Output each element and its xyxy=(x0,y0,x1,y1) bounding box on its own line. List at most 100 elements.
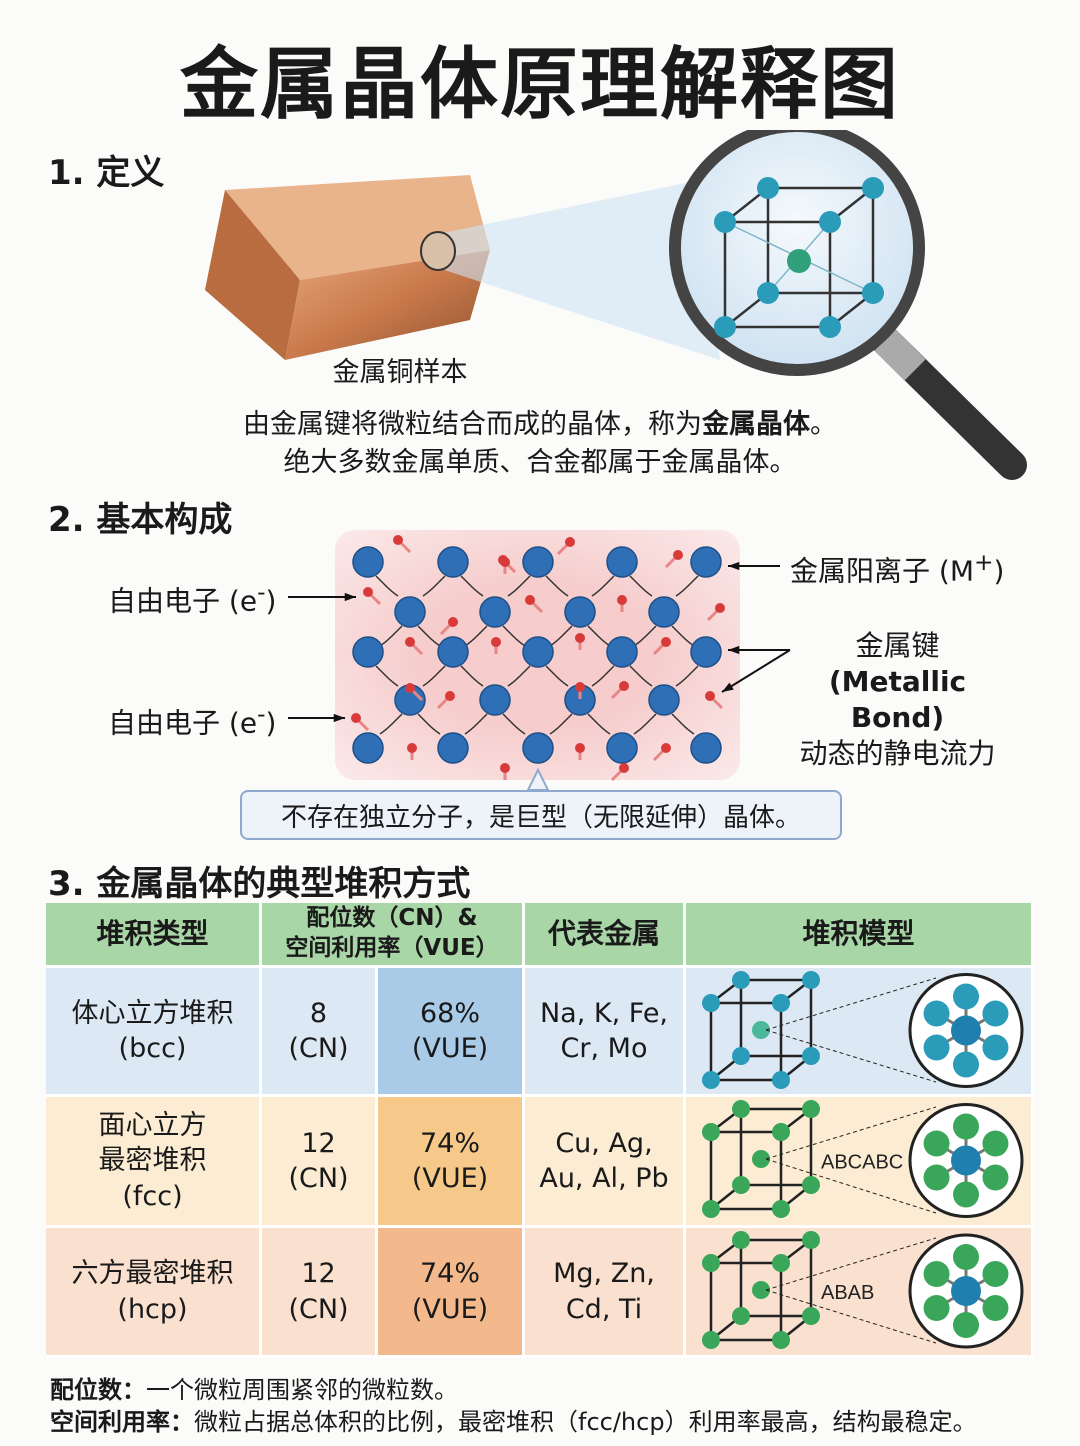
central-atom xyxy=(951,1276,981,1306)
atom xyxy=(802,1176,820,1194)
free-electron xyxy=(575,633,585,643)
section-2-heading: 2. 基本构成 xyxy=(48,500,233,540)
atom xyxy=(702,1331,720,1349)
neighbor-atom xyxy=(953,1113,979,1140)
neighbor-atom xyxy=(953,983,979,1010)
center-atom xyxy=(752,1021,770,1039)
label-paren: ) xyxy=(265,706,277,740)
cell-model: ABAB xyxy=(686,1228,1034,1358)
copper-magnifier-illustration xyxy=(205,130,1027,480)
bond-arrow-1-head xyxy=(728,645,740,655)
free-electron xyxy=(673,550,683,560)
free-electron xyxy=(661,743,671,753)
header-metals: 代表金属 xyxy=(525,903,686,968)
cation-arrow-head xyxy=(728,561,740,571)
free-electron xyxy=(565,537,575,547)
free-electron-label-2: 自由电子 (e-) xyxy=(108,700,276,741)
metal-cation xyxy=(606,636,638,668)
stacking-model-hcp: ABAB xyxy=(702,1231,1024,1349)
magnifier-beam xyxy=(438,180,720,360)
metal-cation xyxy=(437,636,469,668)
stacking-sequence-label: ABCABC xyxy=(821,1152,903,1174)
header-type: 堆积类型 xyxy=(46,903,262,968)
label-paren: ) xyxy=(993,554,1005,588)
atom xyxy=(702,1071,720,1089)
neighbor-atom xyxy=(923,1261,950,1287)
atom xyxy=(772,1200,790,1218)
metal-cation xyxy=(690,546,722,578)
sample-caption: 金属铜样本 xyxy=(332,357,468,388)
free-electron xyxy=(715,603,725,613)
section-1-heading: 1. 定义 xyxy=(48,153,165,193)
neighbor-atom xyxy=(982,1164,1009,1191)
stacking-model-bcc xyxy=(702,971,1024,1089)
neighbor-atom xyxy=(953,1181,979,1208)
label-text: 金属阳离子 (M xyxy=(790,554,974,588)
neighbor-atom xyxy=(982,1261,1009,1287)
neighbor-atom xyxy=(923,1000,950,1027)
cell-vue: 74% (VUE) xyxy=(378,1228,525,1358)
cell-cn: 12 (CN) xyxy=(262,1097,378,1228)
metal-cation xyxy=(522,732,554,764)
atom xyxy=(772,1123,790,1141)
free-electron xyxy=(619,763,629,773)
free-electron xyxy=(500,557,510,567)
neighbor-atom xyxy=(923,1164,950,1191)
atom xyxy=(772,1254,790,1272)
neighbor-atom xyxy=(982,1034,1009,1061)
free-electron xyxy=(617,595,627,605)
atom xyxy=(702,1254,720,1272)
free-electron xyxy=(661,637,671,647)
atom xyxy=(732,1047,750,1065)
atom xyxy=(732,1100,750,1118)
label-text: 自由电子 (e xyxy=(108,706,258,740)
definition-text: 由金属键将微粒结合而成的晶体，称为 xyxy=(243,409,702,440)
cation-label: 金属阳离子 (M+) xyxy=(790,548,1004,589)
cell-cn: 8 (CN) xyxy=(262,968,378,1097)
metal-cation xyxy=(479,684,511,716)
label-paren: ) xyxy=(265,584,277,618)
cell-type: 面心立方 最密堆积 (fcc) xyxy=(46,1097,262,1228)
central-atom xyxy=(951,1015,981,1046)
atom xyxy=(702,994,720,1012)
neighbor-atom xyxy=(923,1295,950,1321)
center-atom xyxy=(752,1150,770,1168)
label-sup: - xyxy=(257,578,266,606)
neighbor-atom xyxy=(953,1312,979,1338)
stacking-sequence-label: ABAB xyxy=(821,1282,874,1304)
metal-cation xyxy=(394,596,426,628)
atom xyxy=(702,1123,720,1141)
metal-cation xyxy=(352,732,384,764)
free-electron xyxy=(575,743,585,753)
atom xyxy=(732,971,750,989)
note-term: 配位数： xyxy=(50,1376,146,1404)
free-electron xyxy=(445,691,455,701)
neighbor-atom xyxy=(982,1130,1009,1157)
bond-label-cn: 金属键 xyxy=(855,629,940,662)
metal-cation xyxy=(648,596,680,628)
center-atom xyxy=(752,1281,770,1299)
metal-cation xyxy=(690,732,722,764)
free-electron xyxy=(525,595,535,605)
definition-line-2: 绝大多数金属单质、合金都属于金属晶体。 xyxy=(283,447,797,478)
metal-cation xyxy=(606,732,638,764)
free-electron xyxy=(575,682,585,692)
neighbor-atom xyxy=(982,1000,1009,1027)
metal-cation xyxy=(606,546,638,578)
cell-model: ABCABC xyxy=(686,1097,1034,1228)
free-electron xyxy=(500,763,510,773)
neighbor-atom xyxy=(982,1295,1009,1321)
metal-cation xyxy=(648,684,680,716)
callout-pointer xyxy=(526,767,550,790)
note-text: 一个微粒周围紧邻的微粒数。 xyxy=(146,1376,458,1404)
note-term: 空间利用率： xyxy=(50,1408,194,1436)
metal-cation xyxy=(479,596,511,628)
label-sup: - xyxy=(257,700,266,728)
stacking-model-fcc: ABCABC xyxy=(702,1100,1024,1218)
label-sup: + xyxy=(973,548,994,576)
central-atom xyxy=(951,1145,981,1176)
header-cn-vue: 配位数（CN）& 空间利用率（VUE） xyxy=(262,903,525,968)
free-electron xyxy=(363,587,373,597)
free-electron xyxy=(448,617,458,627)
header-model: 堆积模型 xyxy=(686,903,1034,968)
